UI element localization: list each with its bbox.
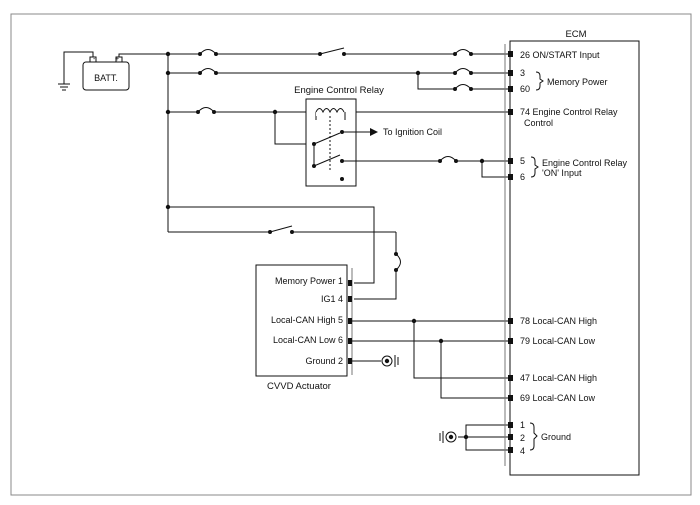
relay-output-label: To Ignition Coil — [383, 127, 442, 137]
cvvd-pin-memory-power: Memory Power 1 — [275, 276, 343, 286]
ecm-pin-79: 79 Local-CAN Low — [520, 336, 596, 346]
ecm-ground-icon — [439, 431, 457, 443]
ecm-title: ECM — [565, 29, 586, 40]
ecm-group-relay-on-2: 'ON' Input — [542, 168, 582, 178]
cvvd-title: CVVD Actuator — [267, 381, 331, 392]
ecm-pin-47: 47 Local-CAN High — [520, 373, 597, 383]
cvvd-pin-can-low: Local-CAN Low 6 — [273, 335, 343, 345]
ecm-pin-60: 60 — [520, 84, 530, 94]
ecm-pin-26: 26 ON/START Input — [520, 50, 600, 60]
cvvd-actuator: Memory Power 1 IG1 4 Local-CAN High 5 Lo… — [255, 264, 353, 392]
ecm-pin-74: 74 Engine Control Relay — [520, 107, 618, 117]
ecm-pin-3: 3 — [520, 68, 525, 78]
relay-title: Engine Control Relay — [294, 85, 384, 96]
battery: - + BATT. — [82, 56, 130, 91]
ecm-group-memory-power: Memory Power — [547, 77, 608, 87]
ecm: ECM 26 ON/START Input 3 60 Memory Power … — [504, 29, 640, 476]
ground-icon — [381, 355, 399, 367]
ecm-pin-1: 1 — [520, 420, 525, 430]
ecm-pin-5: 5 — [520, 156, 525, 166]
cvvd-pin-can-high: Local-CAN High 5 — [271, 315, 343, 325]
ecm-pin-6: 6 — [520, 172, 525, 182]
battery-label: BATT. — [94, 73, 118, 83]
ecm-pin-78: 78 Local-CAN High — [520, 316, 597, 326]
ecm-pin-69: 69 Local-CAN Low — [520, 393, 596, 403]
wire-cvvd-supply — [168, 206, 401, 300]
wire-on-start — [168, 47, 510, 55]
engine-control-relay: Engine Control Relay — [294, 85, 384, 187]
cvvd-pin-ig1: IG1 4 — [321, 294, 343, 304]
ecm-pin-4: 4 — [520, 446, 525, 456]
wire-relay-on-input — [342, 156, 510, 178]
page-frame — [10, 13, 692, 496]
ecm-pin-74-line2: Control — [524, 118, 553, 128]
ecm-group-ground: Ground — [541, 432, 571, 442]
battery-ground-icon — [58, 83, 70, 91]
wire-can-bus — [352, 320, 510, 399]
ecm-pin-2: 2 — [520, 433, 525, 443]
battery-plus: + — [115, 56, 119, 63]
battery-minus: - — [93, 56, 96, 63]
cvvd-pin-ground: Ground 2 — [305, 356, 343, 366]
ecm-group-relay-on-1: Engine Control Relay — [542, 158, 628, 168]
arrow-icon — [370, 128, 378, 136]
